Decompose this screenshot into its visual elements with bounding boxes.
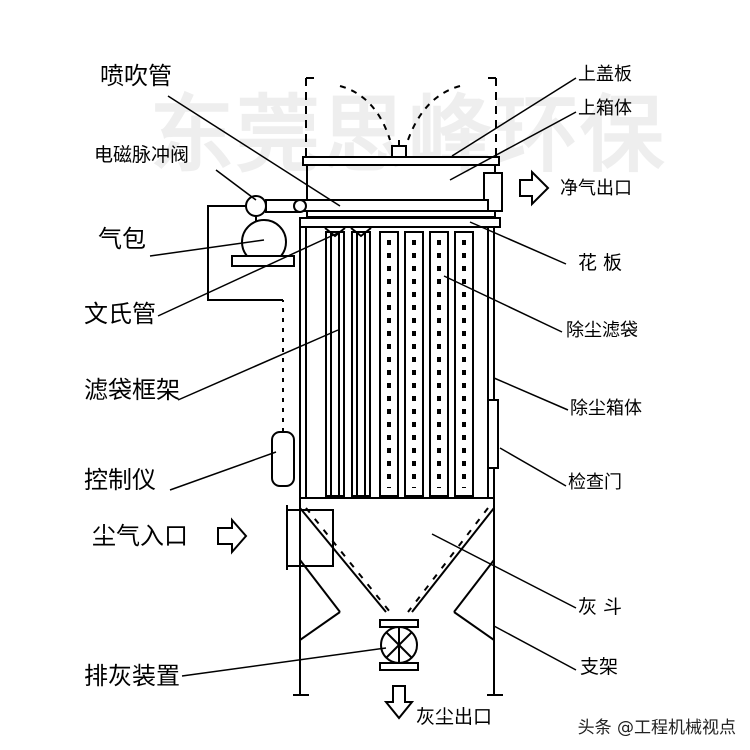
top-cover-plate (302, 156, 500, 166)
label-spray-pipe: 喷吹管 (100, 62, 172, 90)
leader-dust-box (493, 377, 569, 411)
label-dust-inlet: 尘气入口 (92, 522, 188, 550)
ash-hopper (299, 507, 495, 613)
leader-bag-cage (177, 329, 339, 401)
rotary-valve-flange-top (379, 619, 419, 628)
controller-box (271, 431, 295, 487)
bag-cage-right (351, 231, 371, 497)
leader-ash-hopper (431, 533, 577, 609)
filter-bag-3 (429, 231, 449, 497)
leader-venturi (157, 231, 341, 317)
inspection-door (487, 399, 499, 469)
leader-lines (149, 77, 577, 677)
rotary-valve-flange-bottom (379, 662, 419, 671)
lid-arc-right (407, 85, 461, 141)
leader-inspection-door (499, 447, 567, 487)
label-inspection-door: 检查门 (568, 472, 622, 493)
label-top-cover: 上盖板 (578, 64, 632, 85)
venturi-nozzle-2 (350, 227, 372, 238)
label-ash-hopper: 灰 斗 (578, 596, 623, 618)
label-bag-cage: 滤袋框架 (84, 376, 180, 404)
label-discharge-device: 排灰装置 (84, 662, 180, 690)
tube-sheet (299, 217, 501, 228)
label-tube-sheet: 花 板 (578, 252, 623, 274)
filter-bag-2 (404, 231, 424, 497)
support-left (293, 508, 341, 696)
inlet-arrow (217, 517, 248, 555)
filter-bag-4 (454, 231, 474, 497)
leader-tube-sheet (469, 221, 567, 265)
venturi-nozzle-1 (324, 227, 346, 238)
label-solenoid-valve: 电磁脉冲阀 (94, 144, 190, 166)
filter-bag-1 (379, 231, 399, 497)
leader-support (493, 625, 577, 671)
lid-handle (391, 145, 407, 158)
label-controller: 控制仪 (84, 466, 156, 494)
label-upper-box: 上箱体 (578, 98, 632, 119)
label-dust-box: 除尘箱体 (570, 398, 642, 419)
leader-filter-bag (443, 275, 563, 333)
label-filter-bag: 除尘滤袋 (566, 320, 638, 341)
open-lid-dashed-right (482, 77, 497, 160)
label-support: 支架 (580, 656, 619, 678)
source-credit: 头条 @工程机械视点 (577, 718, 736, 738)
open-lid-dashed-left (305, 77, 320, 160)
leader-controller (169, 451, 277, 491)
rotary-valve-blades (385, 627, 413, 663)
controller-cable (207, 205, 283, 301)
leader-upper-box (449, 111, 577, 181)
leader-discharge (181, 647, 387, 677)
outlet-arrow (383, 685, 415, 720)
leader-air-bag (149, 239, 265, 257)
lid-arc-left (339, 85, 391, 141)
support-right (453, 508, 503, 696)
pulse-valve-body (245, 195, 267, 217)
spray-pipe (299, 199, 489, 212)
clean-gas-arrow (519, 169, 550, 207)
leader-solenoid-valve (215, 169, 257, 201)
pulse-valve-flange (293, 199, 307, 213)
label-venturi: 文氏管 (84, 300, 156, 328)
leader-top-cover (451, 77, 577, 157)
label-clean-outlet: 净气出口 (560, 178, 632, 199)
air-bag-bracket (231, 255, 295, 267)
leader-spray-pipe (167, 95, 341, 207)
bag-cage-left (325, 231, 345, 497)
label-air-bag: 气包 (98, 225, 146, 253)
label-dust-outlet: 灰尘出口 (416, 706, 493, 728)
